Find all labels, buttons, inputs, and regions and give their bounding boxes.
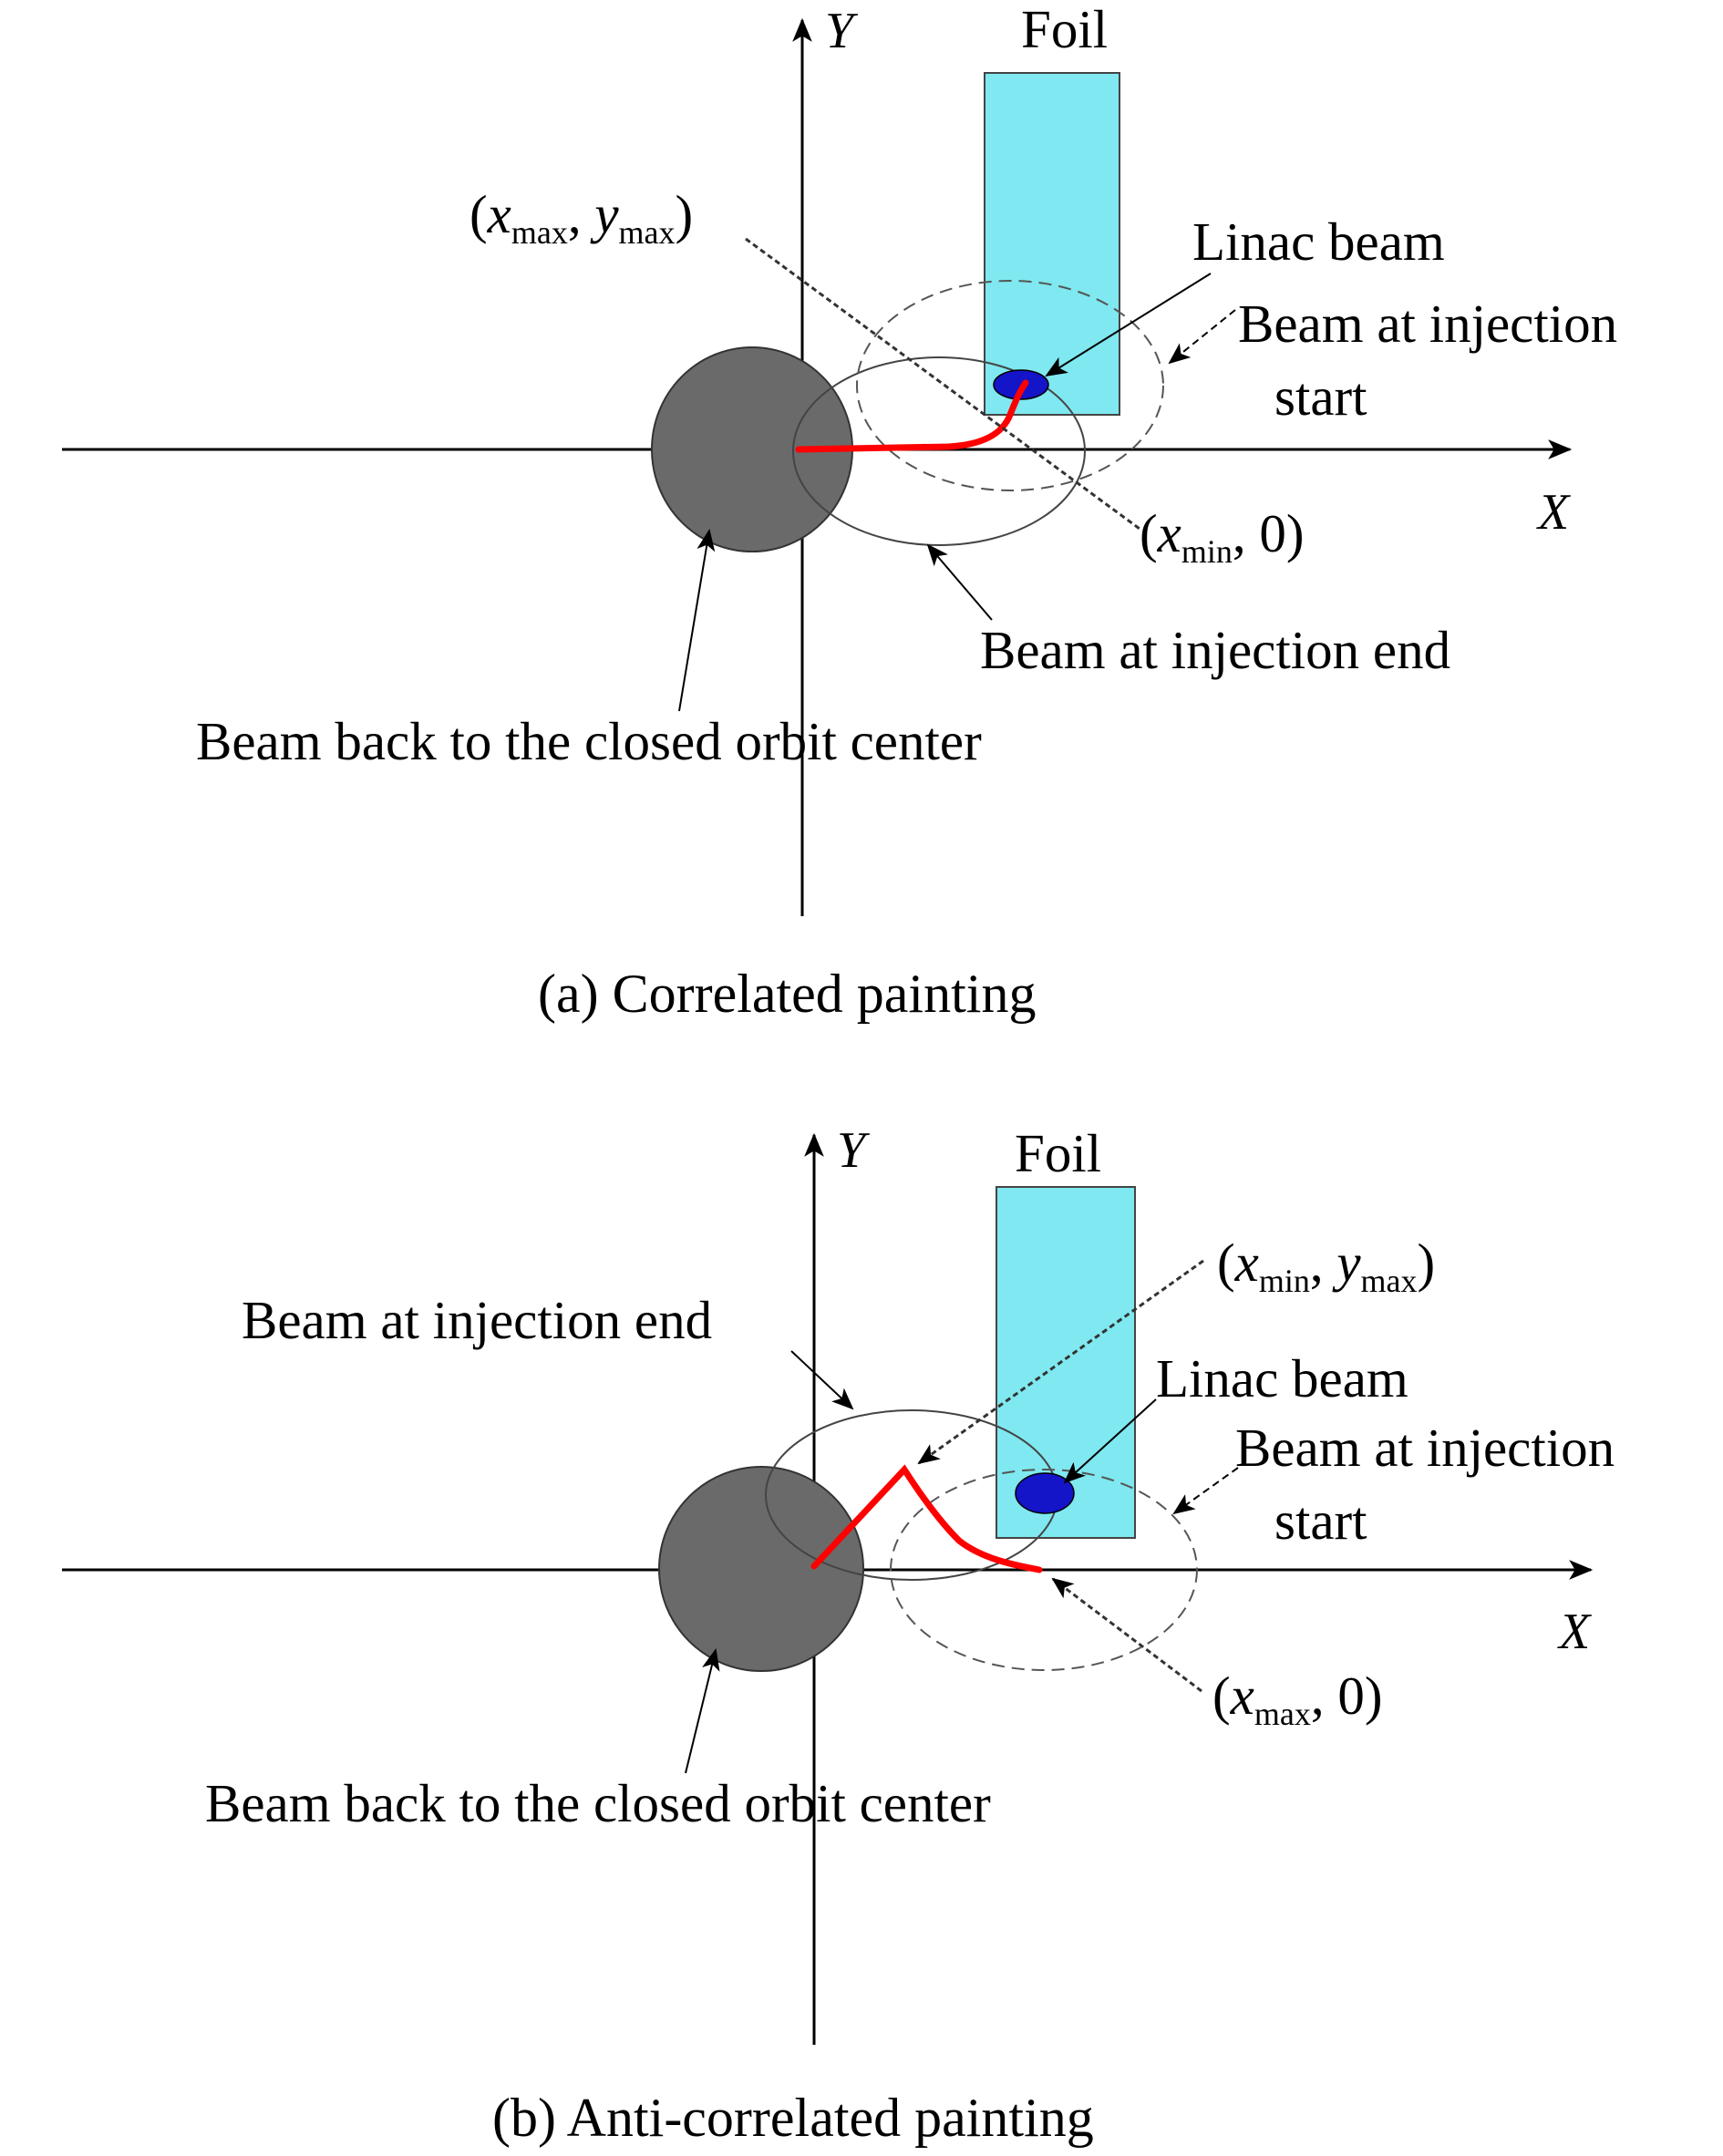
injection-start-label-line1: Beam at injection bbox=[1235, 1418, 1615, 1478]
closed-orbit-pointer bbox=[685, 1648, 720, 1774]
y-axis-label: Y bbox=[837, 1122, 871, 1179]
closed-orbit-pointer bbox=[678, 529, 716, 712]
correlation-line-upper bbox=[917, 1259, 1204, 1465]
point-start-label: (xmax, ymax) bbox=[469, 184, 693, 251]
point-start-label: (xmin, ymax) bbox=[1217, 1233, 1435, 1299]
painting-path bbox=[795, 379, 1029, 453]
foil-label: Foil bbox=[1015, 1123, 1101, 1183]
foil-label: Foil bbox=[1021, 0, 1108, 59]
injection-start-label-line1: Beam at injection bbox=[1238, 294, 1617, 354]
closed-orbit-label: Beam back to the closed orbit center bbox=[196, 711, 982, 771]
linac-beam-label: Linac beam bbox=[1156, 1348, 1408, 1408]
closed-orbit-beam bbox=[658, 1466, 864, 1672]
injection-end-pointer bbox=[790, 1350, 854, 1410]
closed-orbit-label: Beam back to the closed orbit center bbox=[205, 1773, 991, 1833]
point-end-label: (xmin, 0) bbox=[1140, 503, 1305, 570]
foil bbox=[984, 72, 1120, 416]
injection-start-pointer bbox=[1168, 309, 1236, 365]
injection-start-label-line2: start bbox=[1274, 1491, 1367, 1551]
beam-at-injection-start-ellipse bbox=[890, 1469, 1198, 1671]
linac-beam-label: Linac beam bbox=[1192, 211, 1445, 272]
panel-b: Y X Foil Linac beam Beam at injection st… bbox=[62, 1122, 1615, 2148]
injection-start-label-line2: start bbox=[1274, 366, 1367, 427]
y-axis-label: Y bbox=[825, 3, 859, 59]
x-axis-label: X bbox=[1557, 1604, 1593, 1660]
x-axis-label: X bbox=[1536, 484, 1572, 541]
injection-end-label: Beam at injection end bbox=[980, 620, 1450, 680]
beam-at-injection-start-ellipse bbox=[856, 280, 1164, 491]
injection-end-pointer bbox=[926, 543, 993, 621]
linac-beam bbox=[1015, 1472, 1075, 1514]
caption-a: (a) Correlated painting bbox=[538, 964, 1036, 1024]
panel-a: Y X Foil Linac beam Beam at injection st… bbox=[62, 0, 1617, 1024]
injection-start-pointer bbox=[1172, 1467, 1239, 1515]
linac-beam-pointer bbox=[1045, 273, 1212, 377]
linac-beam-pointer bbox=[1063, 1398, 1157, 1484]
point-end-label: (xmax, 0) bbox=[1212, 1666, 1382, 1732]
correlation-line-lower bbox=[1051, 1577, 1202, 1693]
injection-end-label: Beam at injection end bbox=[242, 1290, 712, 1350]
painting-path bbox=[810, 1464, 1043, 1573]
caption-b: (b) Anti-correlated painting bbox=[492, 2088, 1094, 2148]
